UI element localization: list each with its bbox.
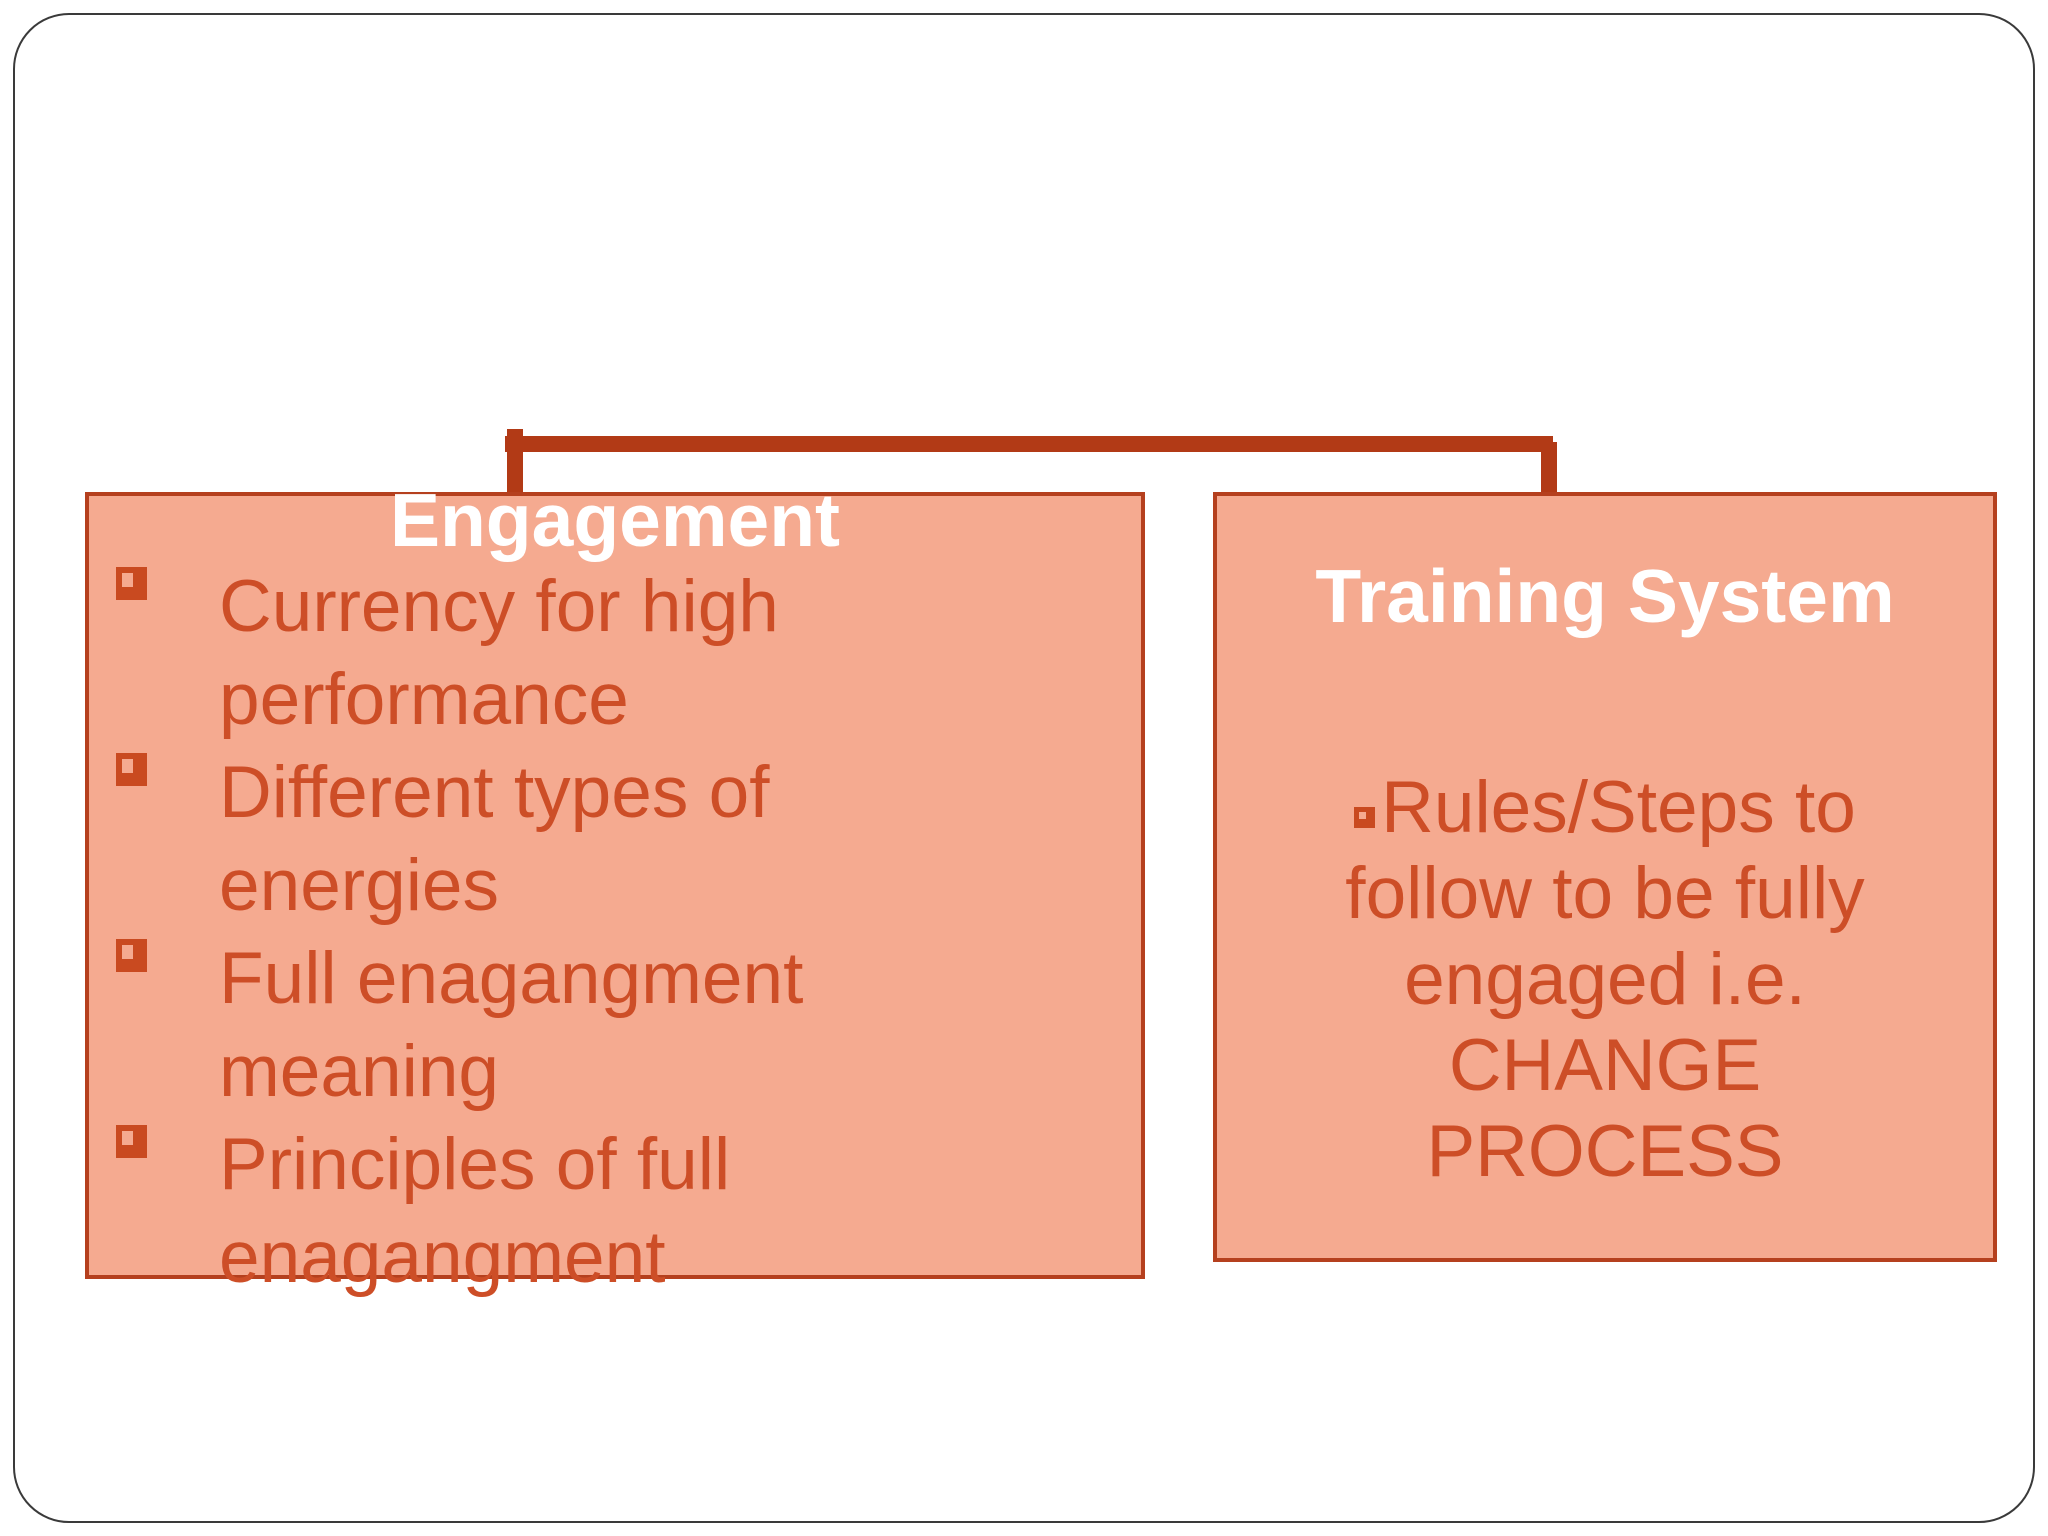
shadowed-square-bullet-icon	[1354, 807, 1376, 828]
bullet-line: engaged i.e.	[1404, 939, 1806, 1020]
training-panel: Training System Rules/Steps to follow to…	[1213, 492, 1997, 1262]
shadowed-square-bullet-icon	[116, 567, 147, 600]
list-item-text: Different types of energies	[219, 752, 770, 926]
engagement-bullet-list: Currency for high performance Different …	[89, 560, 1141, 1304]
list-item: Principles of full enagangment	[116, 1118, 979, 1304]
bullet-line-text: Rules/Steps to	[1381, 767, 1856, 848]
list-item-text: Principles of full enagangment	[219, 1124, 731, 1298]
training-bullet-text: Rules/Steps to follow to be fully engage…	[1217, 765, 1993, 1195]
bullet-line: Rules/Steps to	[1217, 765, 1993, 851]
list-item-text: Full enagangment meaning	[219, 938, 804, 1112]
engagement-panel: Engagement Currency for high performance…	[85, 480, 1145, 1298]
shadowed-square-bullet-icon	[116, 1125, 147, 1158]
list-item: Full enagangment meaning	[116, 932, 979, 1118]
connector-left-vertical	[507, 429, 523, 493]
list-item: Currency for high performance	[116, 560, 979, 746]
shadowed-square-bullet-icon	[116, 753, 147, 786]
list-item-text: Currency for high performance	[219, 566, 779, 740]
bullet-line: follow to be fully	[1345, 853, 1865, 934]
connector-right-vertical	[1541, 442, 1557, 494]
list-item: Different types of energies	[116, 746, 979, 932]
bullet-line: CHANGE	[1448, 1025, 1762, 1106]
training-panel-title: Training System	[1315, 554, 1895, 638]
slide-border-frame	[13, 13, 2035, 1523]
bullet-line: PROCESS	[1426, 1111, 1784, 1192]
shadowed-square-bullet-icon	[116, 939, 147, 972]
connector-horizontal-bar	[505, 436, 1553, 452]
engagement-panel-title: Engagement	[389, 478, 841, 562]
